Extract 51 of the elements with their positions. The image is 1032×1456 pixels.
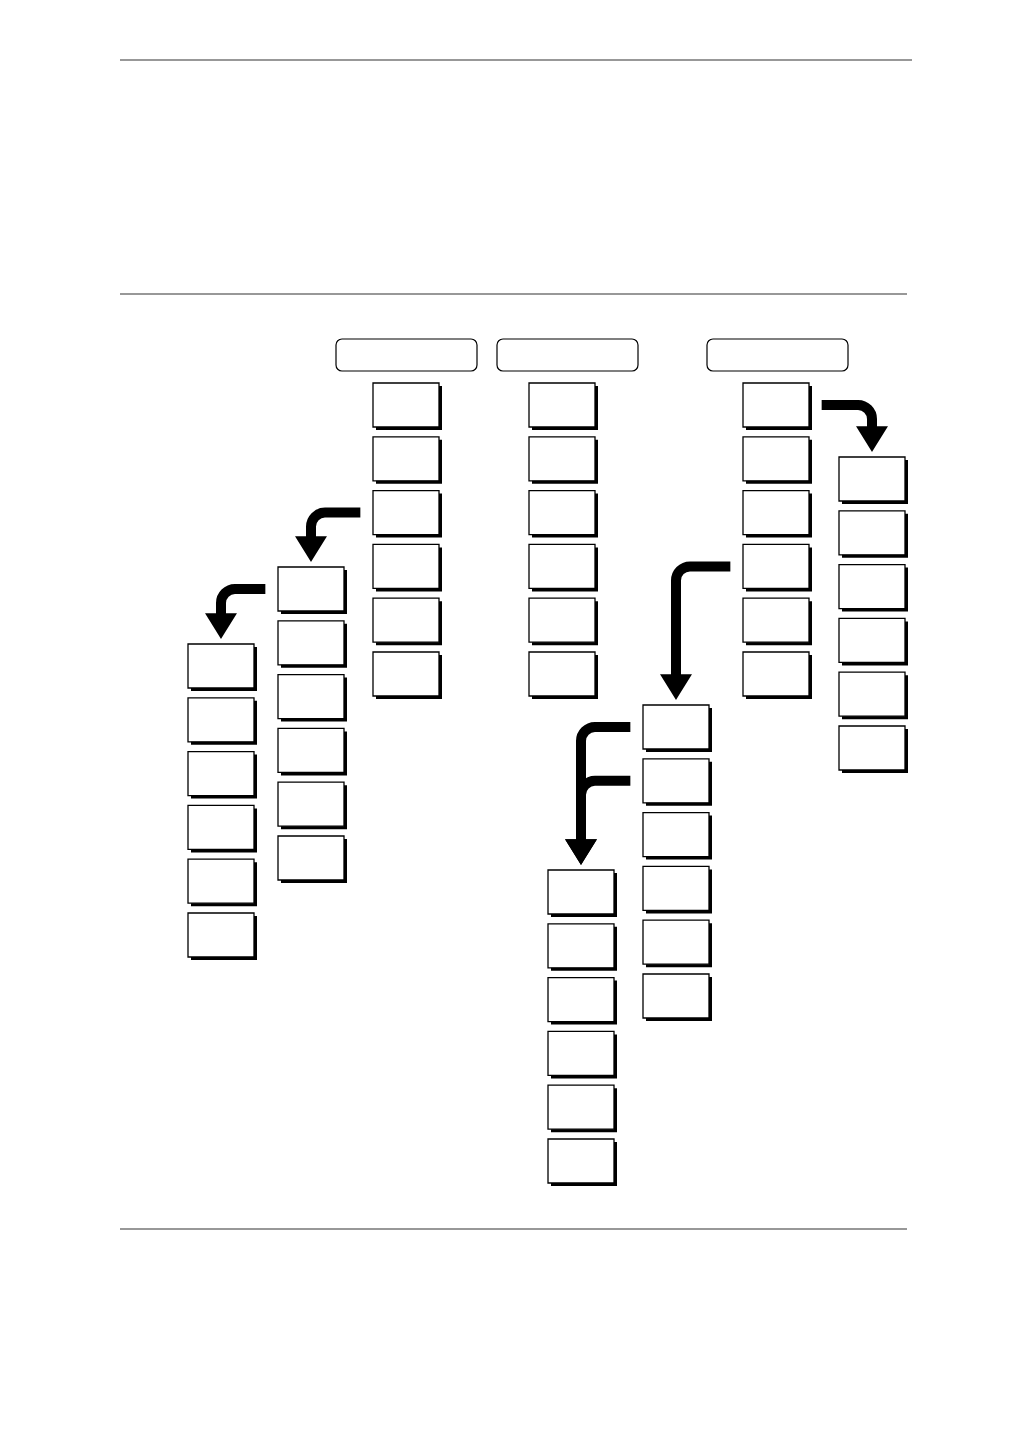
empty-box — [547, 869, 617, 917]
empty-box — [742, 651, 812, 699]
empty-box — [528, 436, 598, 484]
empty-box — [277, 620, 347, 668]
empty-box — [528, 651, 598, 699]
empty-box — [528, 543, 598, 592]
empty-box — [838, 456, 908, 504]
empty-box — [838, 563, 908, 612]
empty-box — [277, 835, 347, 883]
empty-box — [742, 597, 812, 646]
empty-box — [187, 750, 257, 799]
empty-box — [372, 651, 442, 699]
empty-box — [187, 912, 257, 960]
empty-box — [547, 923, 617, 971]
empty-box — [838, 725, 908, 773]
empty-box — [187, 643, 257, 691]
empty-box — [187, 804, 257, 853]
empty-box — [372, 543, 442, 592]
rounded-box — [706, 338, 849, 372]
empty-box — [742, 436, 812, 484]
empty-box — [372, 597, 442, 646]
empty-box — [742, 543, 812, 592]
rounded-box — [335, 338, 478, 372]
empty-box — [642, 919, 712, 968]
empty-box — [838, 510, 908, 558]
empty-box — [528, 489, 598, 538]
empty-box — [742, 489, 812, 538]
empty-box — [642, 758, 712, 806]
empty-box — [642, 973, 712, 1021]
empty-box — [742, 382, 812, 430]
empty-box — [547, 1138, 617, 1186]
empty-box — [528, 382, 598, 430]
empty-box — [547, 1084, 617, 1133]
rounded-box — [496, 338, 639, 372]
empty-box — [547, 976, 617, 1025]
empty-box — [277, 727, 347, 776]
empty-box — [372, 436, 442, 484]
empty-box — [838, 671, 908, 720]
empty-box — [642, 811, 712, 860]
empty-box — [372, 382, 442, 430]
empty-box — [642, 865, 712, 914]
empty-box — [277, 781, 347, 830]
empty-box — [372, 489, 442, 538]
empty-box — [187, 697, 257, 745]
empty-box — [528, 597, 598, 646]
empty-box — [187, 858, 257, 907]
empty-box — [277, 673, 347, 722]
empty-box — [642, 704, 712, 752]
empty-box — [277, 566, 347, 614]
empty-box — [547, 1030, 617, 1079]
empty-box — [838, 617, 908, 666]
